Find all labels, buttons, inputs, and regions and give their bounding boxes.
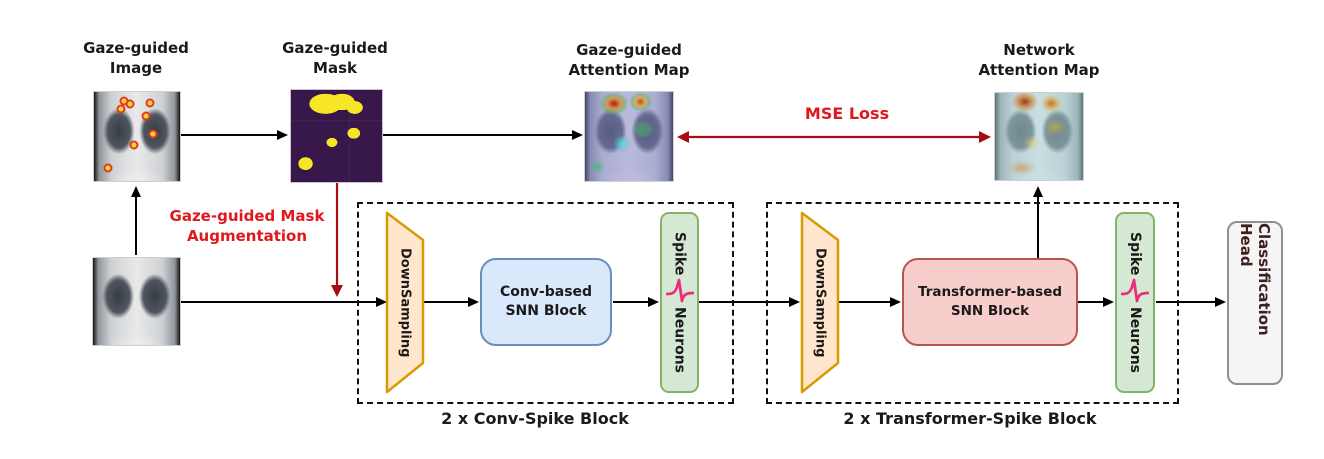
gaze-attention-map-label-line1: Gaze-guided bbox=[576, 41, 682, 59]
gaze-point bbox=[103, 163, 113, 173]
gaze-image-label-line2: Image bbox=[109, 59, 163, 77]
network-attention-map-label-line1: Network bbox=[1003, 41, 1075, 59]
downsampling1-label: DownSampling bbox=[397, 248, 413, 358]
network-attention-map-label: Network Attention Map bbox=[959, 40, 1119, 80]
gaze-guided-xray-image bbox=[93, 91, 181, 182]
conv-spike-group-label: 2 x Conv-Spike Block bbox=[441, 409, 629, 428]
gaze-point bbox=[148, 129, 158, 139]
mask-augmentation-note-line2: Augmentation bbox=[186, 227, 308, 245]
transformer-spike-group-box bbox=[766, 202, 1179, 404]
transformer-snn-block-line2: SNN Block bbox=[950, 303, 1030, 319]
spike-waveform-icon bbox=[665, 278, 694, 303]
spike-neurons1-word1: Spike bbox=[671, 231, 688, 276]
gaze-attention-map-label-line2: Attention Map bbox=[568, 61, 690, 79]
gaze-mask-label: Gaze-guided Mask bbox=[265, 38, 405, 78]
gaze-guided-attention-map-image bbox=[584, 91, 674, 182]
mse-loss-label: MSE Loss bbox=[804, 104, 890, 123]
network-attention-map-label-line2: Attention Map bbox=[978, 61, 1100, 79]
spike-waveform-icon bbox=[1121, 278, 1149, 303]
mask-augmentation-note: Gaze-guided Mask Augmentation bbox=[157, 206, 337, 246]
gaze-guided-mask-image bbox=[290, 89, 383, 183]
arrow-xray-to-gaze-image bbox=[131, 186, 141, 255]
gaze-mask-label-line1: Gaze-guided bbox=[282, 39, 388, 57]
conv-snn-block-line1: Conv-based bbox=[499, 284, 593, 300]
spike-neurons2-block: Spike Neurons bbox=[1115, 212, 1155, 393]
classification-head-block: Classification Head bbox=[1227, 221, 1283, 385]
transformer-snn-block: Transformer-based SNN Block bbox=[902, 258, 1078, 346]
downsampling1-block: DownSampling bbox=[384, 214, 426, 392]
spike-neurons2-word2: Neurons bbox=[1127, 307, 1143, 374]
transformer-snn-block-line1: Transformer-based bbox=[917, 284, 1063, 300]
gaze-point bbox=[116, 104, 126, 114]
conv-snn-block-line2: SNN Block bbox=[505, 303, 587, 319]
arrow-mask-to-attention-map bbox=[381, 130, 583, 140]
spike-neurons2-word1: Spike bbox=[1127, 231, 1143, 276]
conv-snn-block: Conv-based SNN Block bbox=[480, 258, 612, 346]
downsampling2-shape bbox=[800, 211, 840, 394]
gaze-point bbox=[145, 98, 155, 108]
gaze-point bbox=[141, 111, 151, 121]
gaze-mask-label-line2: Mask bbox=[313, 59, 357, 77]
classification-head-label: Classification Head bbox=[1237, 223, 1273, 336]
spike-neurons1-block: Spike Neurons bbox=[660, 212, 699, 393]
downsampling2-block: DownSampling bbox=[799, 214, 841, 392]
transformer-spike-group-label: 2 x Transformer-Spike Block bbox=[843, 409, 1097, 428]
downsampling1-shape bbox=[385, 211, 425, 394]
spike-neurons1-word2: Neurons bbox=[671, 307, 688, 374]
arrow-mse-loss-double bbox=[677, 131, 991, 143]
mask-augmentation-note-line1: Gaze-guided Mask bbox=[169, 207, 325, 225]
network-attention-map-image bbox=[994, 92, 1084, 181]
gaze-point bbox=[125, 99, 135, 109]
input-xray-image bbox=[92, 257, 181, 346]
arrow-image-to-mask bbox=[181, 130, 288, 140]
gaze-image-label-line1: Gaze-guided bbox=[83, 39, 189, 57]
gaze-image-label: Gaze-guided Image bbox=[66, 38, 206, 78]
downsampling2-label: DownSampling bbox=[812, 248, 828, 358]
gaze-point bbox=[129, 140, 139, 150]
gaze-attention-map-label: Gaze-guided Attention Map bbox=[549, 40, 709, 80]
conv-spike-group-box bbox=[357, 202, 734, 404]
